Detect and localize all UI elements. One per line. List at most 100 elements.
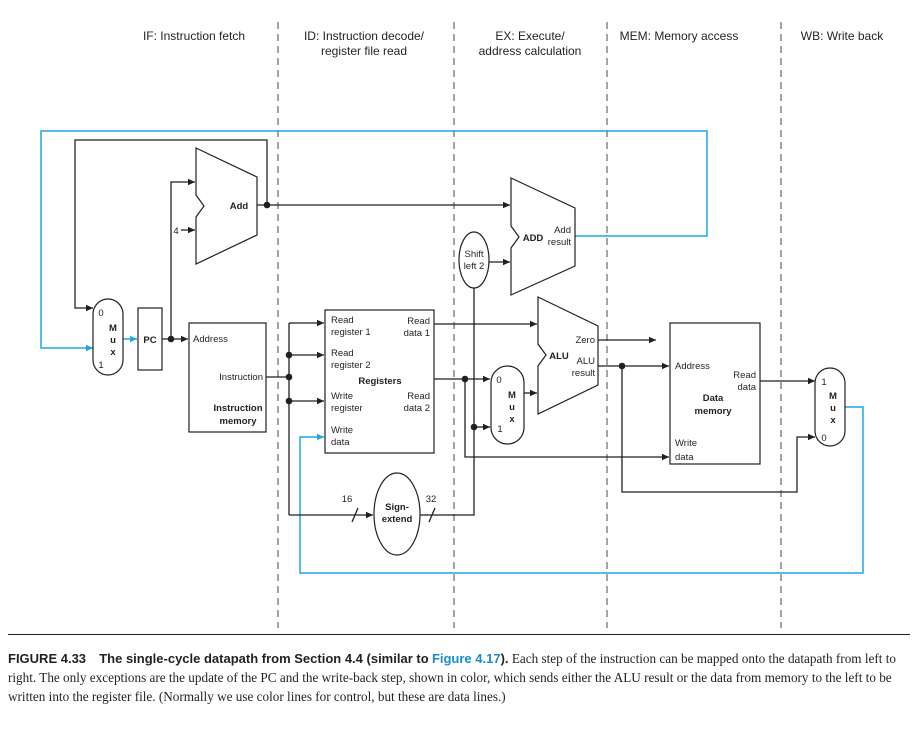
junction-dot [285,373,293,381]
junction-dot [285,397,293,405]
stage-dividers [277,22,782,628]
dmem-read-label: Read [733,370,756,381]
mux-letter-x: x [830,415,836,426]
mux-input-0-label: 0 [496,375,501,386]
wire-junctions [167,201,626,431]
instruction-memory: Address Instruction Instruction memory [188,322,267,433]
bus-width-32-label: 32 [426,494,437,505]
junction-dot [263,201,271,209]
bus-width-16-tick [351,507,359,523]
alu-result-bypass-line [621,366,815,493]
mux-letter-m: M [508,390,516,401]
shift-left-2: Shift left 2 [458,231,490,289]
rd2-label-line2: data 2 [404,403,430,414]
figure-caption: FIGURE 4.33 The single-cycle datapath fr… [8,649,910,706]
junction-dot [618,362,626,370]
sign-extend: Sign- extend 16 32 [342,472,437,556]
rr2-label-line2: register 2 [331,360,371,371]
pc-mux: 0 M u x 1 [92,298,124,376]
imem-address-label: Address [193,334,228,345]
stage-label-id-line2: register file read [321,44,407,58]
imem-instruction-label: Instruction [219,372,263,383]
register-file: Read register 1 Read register 2 Write re… [324,309,435,454]
add2-label: ADD [523,233,544,244]
junction-dot [167,335,175,343]
datapath-diagram: IF: Instruction fetch ID: Instruction de… [40,22,884,628]
stage-label-mem: MEM: Memory access [620,29,739,43]
pc-label: PC [143,335,156,346]
pc-to-add-line [170,178,195,339]
rr1-label-line2: register 1 [331,327,371,338]
write-back-mux: 1 M u x 0 [814,367,846,447]
stage-label-wb: WB: Write back [801,29,884,43]
imem-title-line2: memory [220,416,258,427]
dmem-read-label-line2: data [738,382,757,393]
write-back-line [299,406,864,574]
figure-caption-body: Each step of the instruction can be mapp… [8,651,896,704]
figure-label: FIGURE 4.33 [8,651,87,666]
junction-dot [461,375,469,383]
stage-label-if: IF: Instruction fetch [143,29,245,43]
mux-letter-u: u [830,403,836,414]
pc-plus4-loop-line [74,139,268,312]
alu-result-label: ALU [577,356,596,367]
branch-target-loop-line [40,130,708,352]
branch-adder: ADD Add result [510,177,576,296]
stage-label-ex: EX: Execute/ [495,29,565,43]
mux-letter-m: M [829,391,837,402]
signext-out-line [420,286,475,516]
signext-label-line2: extend [382,514,413,525]
mux-input-0-label: 0 [821,433,826,444]
bus-width-16-label: 16 [342,494,353,505]
figure-title: The single-cycle datapath from Section 4… [99,651,429,666]
const-four-label: 4 [173,226,178,237]
rr1-label: Read [331,315,354,326]
mux-input-1-label: 1 [497,424,502,435]
alu-src-mux: 0 M u x 1 [490,365,525,445]
shift-label-line2: left 2 [464,261,485,272]
mux-letter-u: u [110,335,116,346]
wd-label-line2: data [331,437,350,448]
shift-label: Shift [464,249,483,260]
add2-result-label: Add [554,225,571,236]
dmem-write-label-line2: data [675,452,694,463]
mux-input-1-label: 1 [98,360,103,371]
wr-label-line2: register [331,403,363,414]
wd-label: Write [331,425,353,436]
rr2-label: Read [331,348,354,359]
mux-letter-x: x [110,347,116,358]
alu: ALU Zero ALU result [537,296,599,415]
add2-result-label-line2: result [548,237,572,248]
dmem-title-line2: memory [695,406,733,417]
mux-letter-m: M [109,323,117,334]
alu-result-label-line2: result [572,368,596,379]
wr-label: Write [331,391,353,402]
junction-dot [285,351,293,359]
bus-width-32-tick [428,507,436,523]
mux-letter-u: u [509,402,515,413]
rd1-label-line2: data 1 [404,328,430,339]
alu-label: ALU [549,351,569,362]
data-memory: Address Read data Data memory Write data [669,322,761,465]
dmem-title: Data [703,393,724,404]
caption-divider [8,634,910,635]
stage-label-ex-line2: address calculation [479,44,582,58]
rd1-label: Read [407,316,430,327]
figure-title-end: ). [500,651,509,666]
mux-input-0-label: 0 [98,308,103,319]
figure-reference-link[interactable]: Figure 4.17 [431,651,501,666]
pc-adder: Add 4 [173,147,258,265]
mux-input-1-label: 1 [821,377,826,388]
stage-label-id: ID: Instruction decode/ [304,29,425,43]
alu-zero-label: Zero [575,335,595,346]
rd2-label: Read [407,391,430,402]
imem-title: Instruction [213,403,262,414]
junction-dot [470,423,478,431]
mux-letter-x: x [509,414,515,425]
read-data2-to-write-data-line [464,379,669,461]
dmem-write-label: Write [675,438,697,449]
pc-register: PC [137,307,163,371]
dmem-address-label: Address [675,361,710,372]
signext-label: Sign- [385,502,409,513]
registers-title: Registers [358,376,401,387]
